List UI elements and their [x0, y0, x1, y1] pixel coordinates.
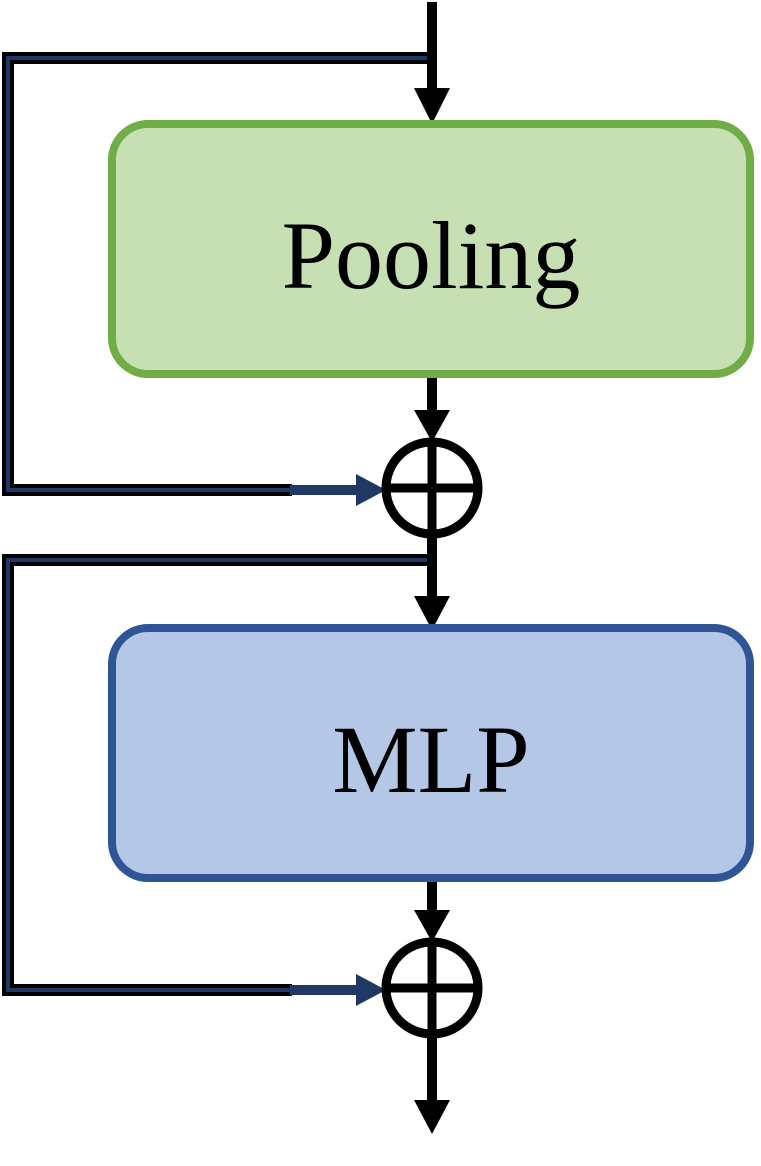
circled-plus-icon: [381, 937, 483, 1039]
input-arrowhead: [414, 88, 450, 124]
pooling-output-arrowhead: [414, 410, 450, 442]
mlp-label: MLP: [332, 706, 529, 813]
skip-connection-1-arrowhead: [356, 474, 386, 506]
add1-output-arrowhead: [414, 596, 450, 630]
skip-connection-2-core: [6, 558, 432, 992]
main-path: [414, 2, 450, 1134]
circled-plus-icon: [381, 437, 483, 539]
skip-connection-2-arrowhead: [356, 974, 386, 1006]
skip-connection-1: [2, 52, 432, 506]
skip-connection-2: [2, 554, 432, 1006]
mlp-block: MLP: [108, 624, 754, 882]
mlp-block-box: [108, 624, 754, 882]
pooling-label: Pooling: [282, 202, 581, 309]
pooling-block-box: [108, 120, 754, 378]
mlp-output-arrowhead: [414, 910, 450, 942]
output-arrowhead: [414, 1100, 450, 1134]
skip-connection-1-core: [6, 56, 432, 492]
pooling-block: Pooling: [108, 120, 754, 378]
